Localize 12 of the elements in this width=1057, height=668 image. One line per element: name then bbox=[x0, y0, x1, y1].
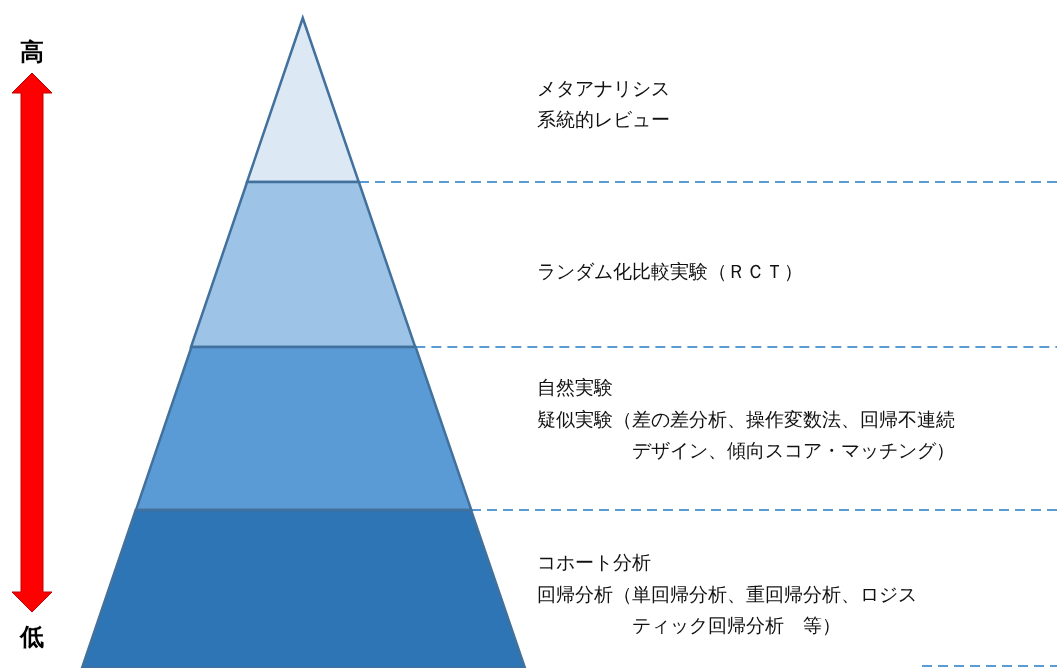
tier-description: 疑似実験（差の差分析、操作変数法、回帰不連続デザイン、傾向スコア・マッチング） bbox=[537, 407, 956, 463]
tier-description: ランダム化比較実験（ＲＣＴ） bbox=[537, 259, 804, 284]
pyramid-tier bbox=[135, 347, 471, 510]
pyramid-tier bbox=[82, 510, 525, 668]
tier-description: 回帰分析（単回帰分析、重回帰分析、ロジスティック回帰分析 等） bbox=[537, 582, 918, 638]
pyramid-tier bbox=[191, 182, 416, 347]
tier-description: コホート分析 bbox=[537, 550, 652, 575]
axis-label: 高 bbox=[20, 38, 44, 66]
axis-label: 低 bbox=[20, 623, 44, 651]
tier-description: メタアナリシス bbox=[537, 76, 671, 101]
tier-description: 自然実験 bbox=[537, 375, 614, 400]
tier-description: 系統的レビュー bbox=[537, 107, 671, 132]
